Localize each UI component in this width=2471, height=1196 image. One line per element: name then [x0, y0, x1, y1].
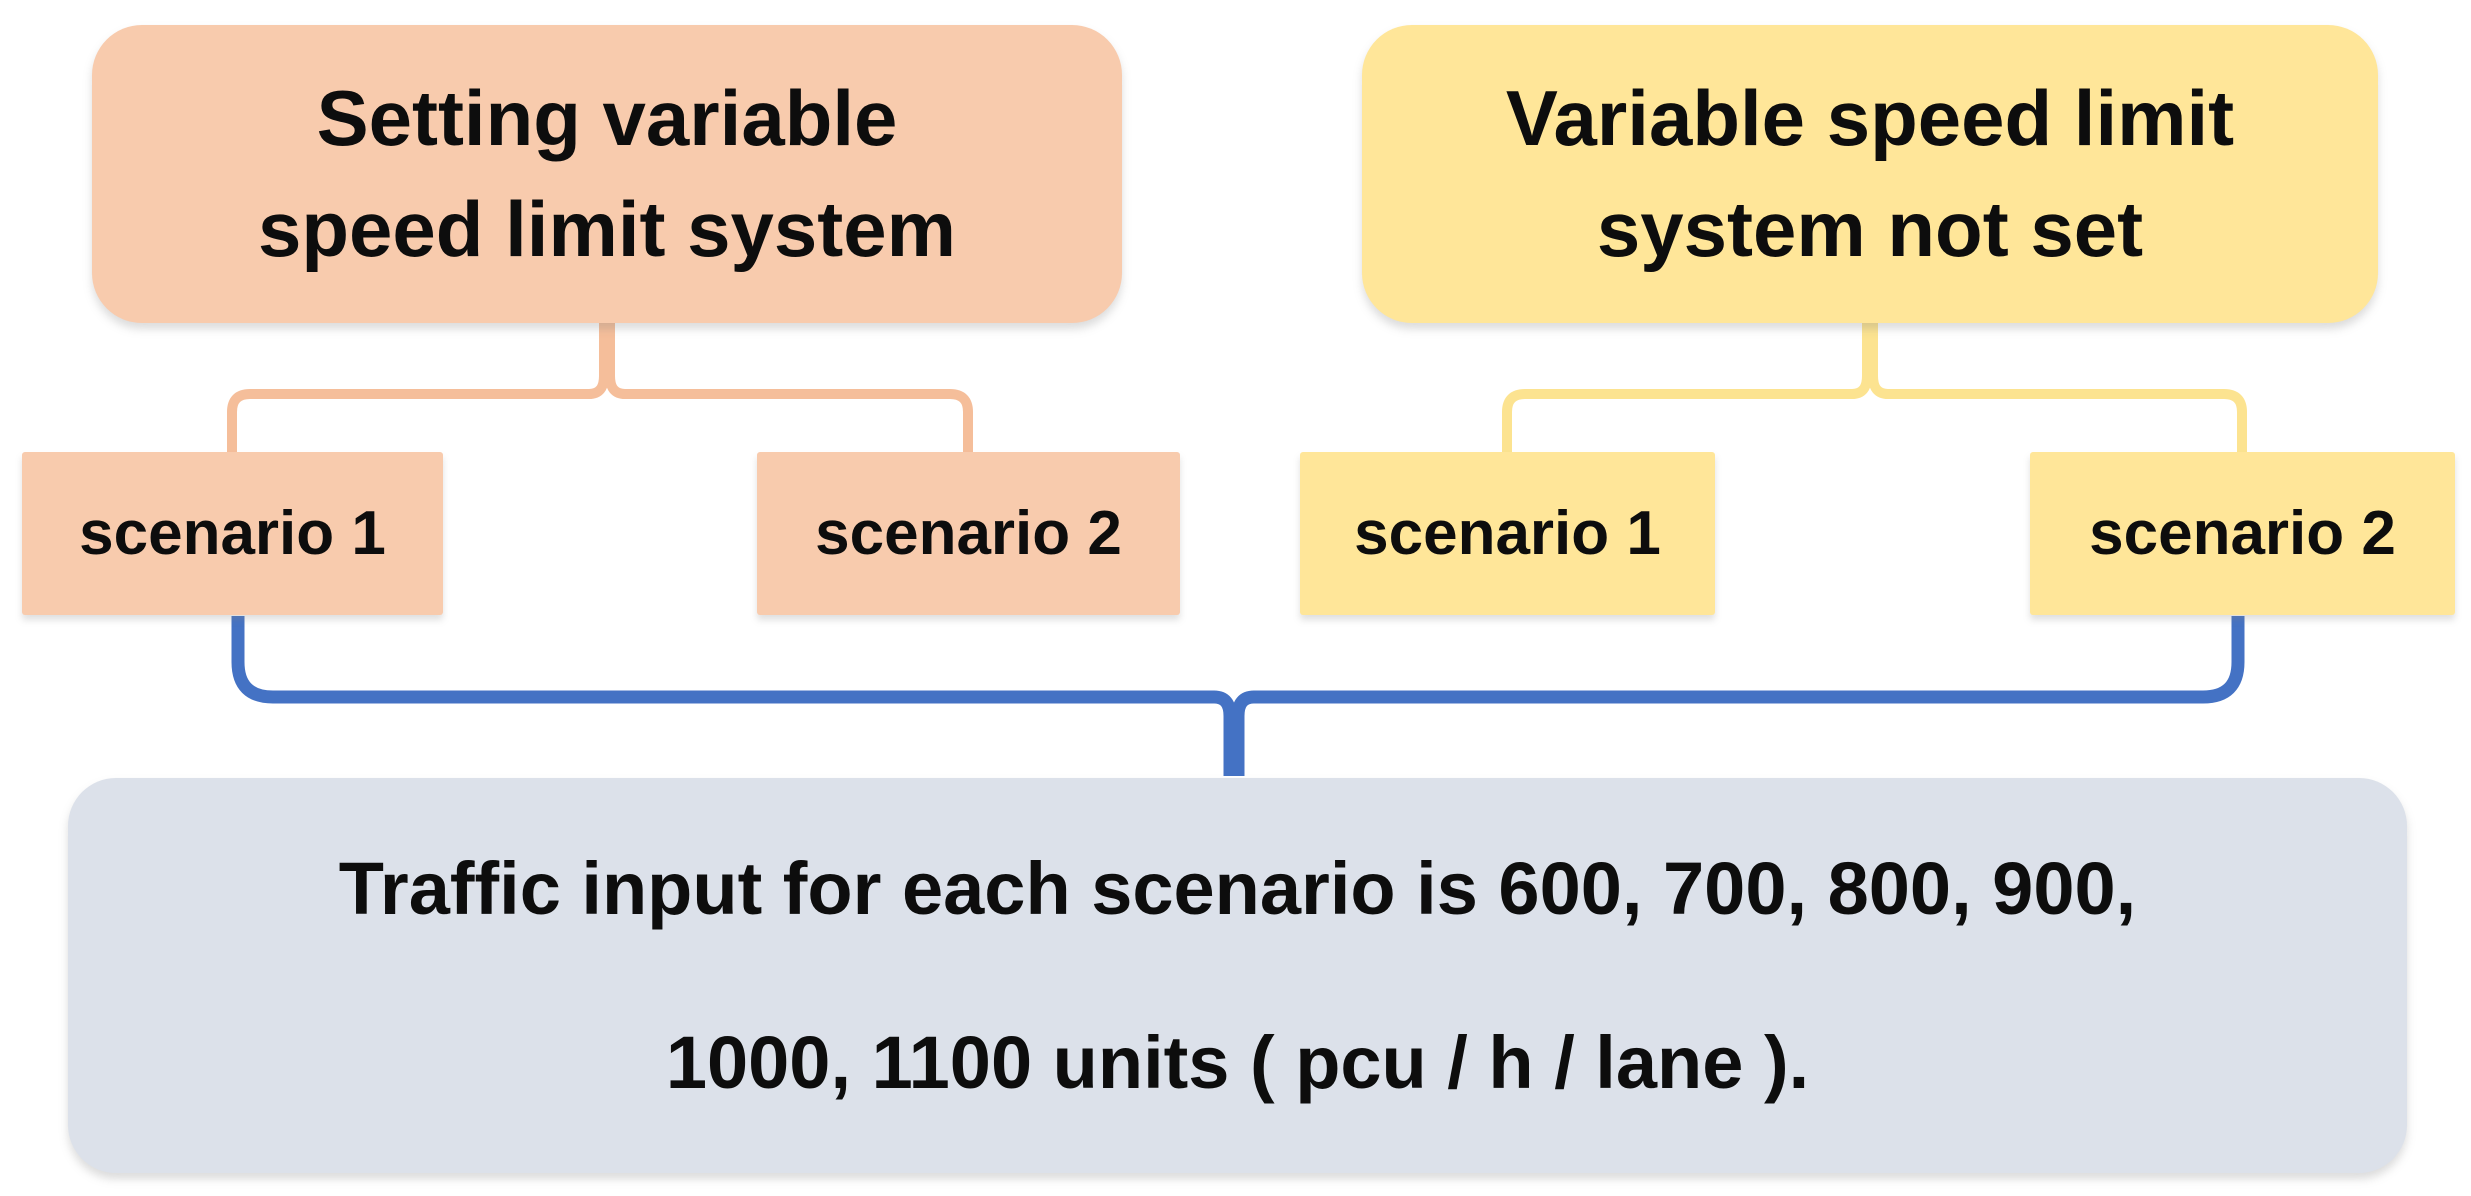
traffic-input-box: Traffic input for each scenario is 600, … — [68, 778, 2407, 1173]
traffic-input-line2: 1000, 1100 units ( pcu / h / lane ). — [665, 1020, 1810, 1104]
vsl-set-scenario-2-label: scenario 2 — [815, 499, 1122, 568]
vsl-notset-label-line2: system not set — [1596, 185, 2144, 273]
vsl-notset-label-line1: Variable speed limit — [1505, 74, 2235, 163]
brace-right — [1231, 616, 2245, 776]
vsl-set-connector-right — [605, 322, 973, 452]
vsl-set-scenario-1-box: scenario 1 — [22, 452, 443, 615]
brace-left — [231, 616, 1237, 776]
vsl-notset-scenario-2-label: scenario 2 — [2089, 499, 2396, 568]
traffic-input-line1: Traffic input for each scenario is 600, … — [338, 846, 2137, 930]
vsl-notset-scenario-1-label: scenario 1 — [1354, 499, 1661, 568]
vsl-notset-box: Variable speed limit system not set — [1362, 25, 2378, 323]
vsl-notset-connector-right — [1868, 322, 2247, 452]
vsl-set-scenario-2-box: scenario 2 — [757, 452, 1180, 615]
vsl-set-scenario-1-label: scenario 1 — [79, 499, 386, 568]
vsl-set-label-line2: speed limit system — [258, 185, 956, 273]
vsl-set-box: Setting variable speed limit system — [92, 25, 1122, 323]
vsl-set-label-line1: Setting variable — [316, 74, 898, 163]
vsl-notset-scenario-2-box: scenario 2 — [2030, 452, 2455, 615]
vsl-notset-scenario-1-box: scenario 1 — [1300, 452, 1715, 615]
vsl-notset-connector-left — [1502, 322, 1872, 452]
vsl-set-connector-left — [227, 322, 609, 452]
